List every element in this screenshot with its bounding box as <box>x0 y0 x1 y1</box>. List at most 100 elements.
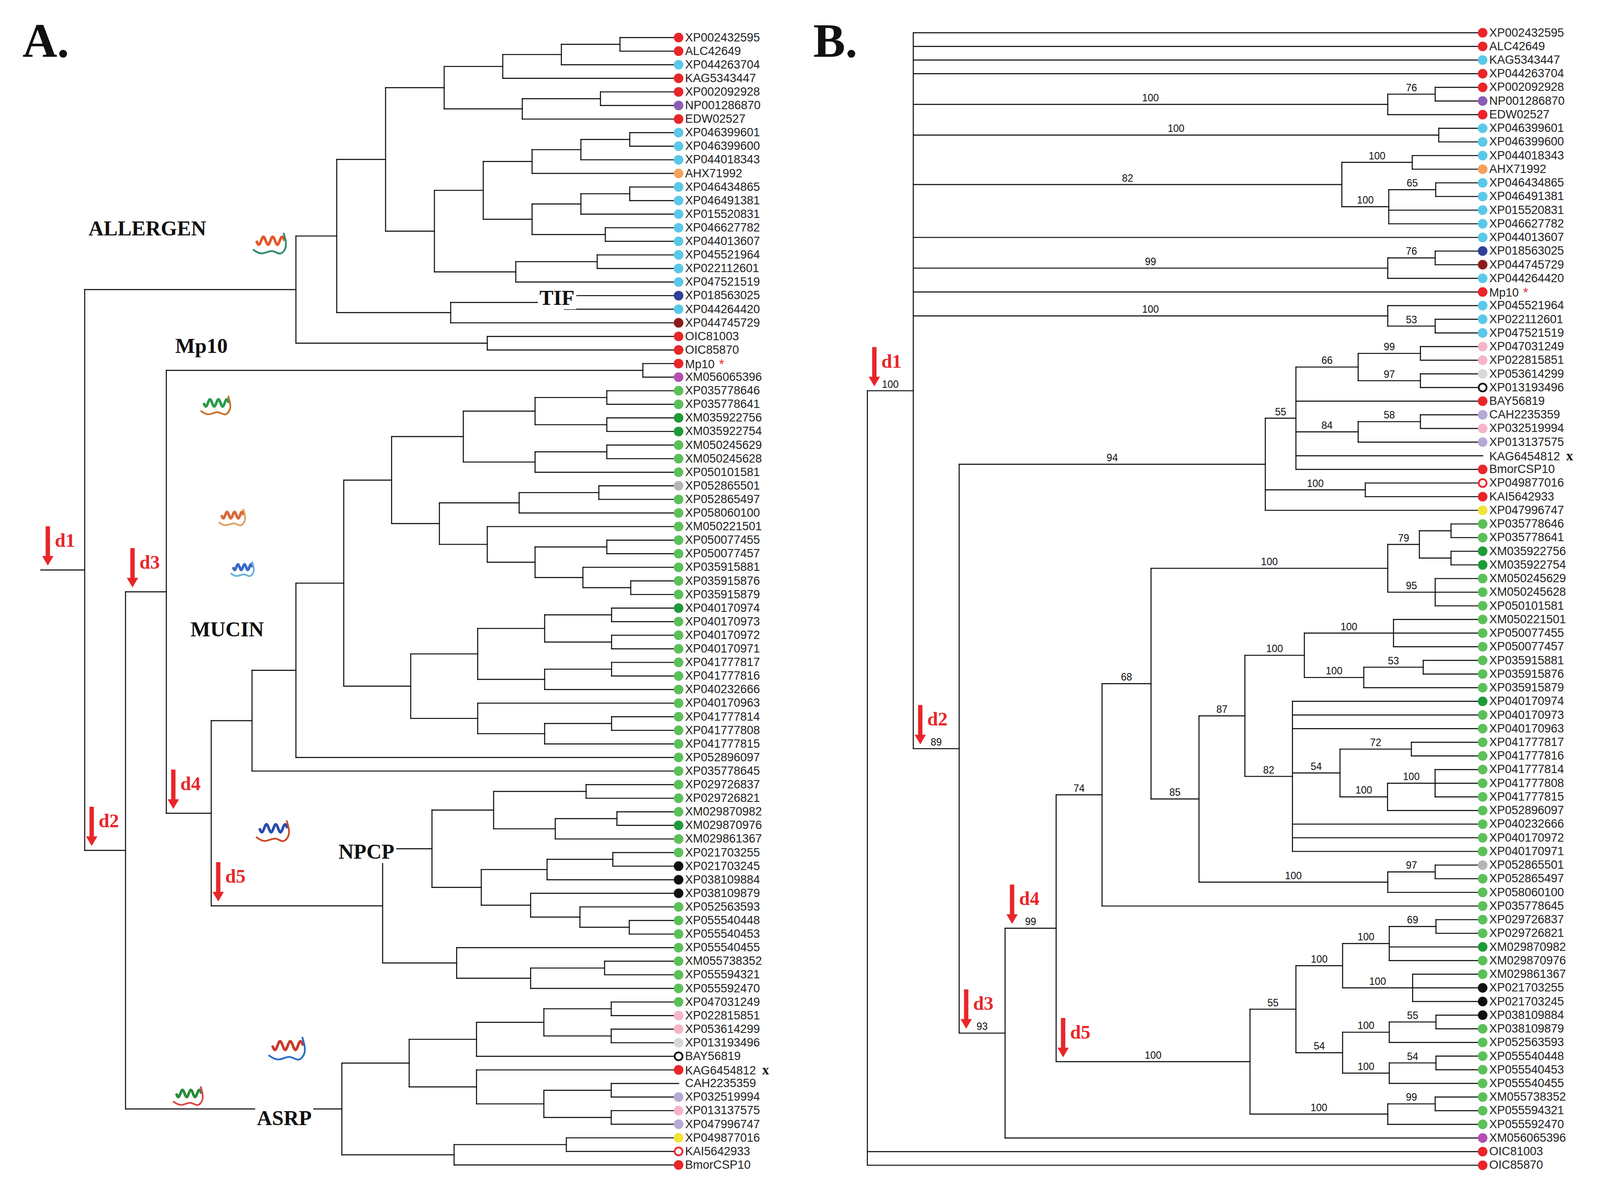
tree-branch <box>84 850 126 852</box>
tree-branch <box>543 1035 612 1037</box>
leaf-dot <box>673 372 684 383</box>
tree-branch <box>629 186 679 188</box>
tree-branch <box>453 1144 567 1146</box>
tree-branch <box>581 213 679 215</box>
tree-branch <box>959 1032 1005 1034</box>
leaf-label-row: KAG6454812x <box>685 1063 769 1078</box>
leaf-dot <box>1477 1106 1488 1116</box>
leaf-dot <box>673 1119 684 1130</box>
leaf-label-row: XP021703245 <box>685 859 760 874</box>
leaf-label-row: XP055592470 <box>1489 1118 1564 1132</box>
sequence-id: XP035778646 <box>1489 517 1564 531</box>
panel-letter: B. <box>813 14 858 67</box>
tree-branch <box>532 234 606 236</box>
sequence-id: XP047521519 <box>685 275 760 289</box>
leaf-dot <box>1477 846 1488 857</box>
sequence-id: XM035922754 <box>685 424 762 438</box>
leaf-label-row: XP055540448 <box>685 914 760 928</box>
leaf-label-row: XP046491381 <box>1489 189 1564 204</box>
tree-branch <box>410 718 478 720</box>
arrow-shaft <box>171 769 176 801</box>
tree-branch <box>1387 325 1436 327</box>
sequence-id: XP050077455 <box>685 533 760 547</box>
leaf-label-row: XM029861367 <box>1489 967 1566 982</box>
leaf-dot <box>1477 218 1488 229</box>
tree-branch <box>391 436 464 437</box>
leaf-dot <box>673 399 684 410</box>
leaf-dot <box>1477 273 1488 284</box>
leaf-dot <box>673 956 684 967</box>
leaf-label-row: XM050245629 <box>685 438 762 453</box>
leaf-dot <box>673 644 684 655</box>
leaf-dot <box>1477 109 1488 120</box>
leaf-dot <box>673 290 684 301</box>
tree-branch <box>1389 926 1437 928</box>
tree-branch <box>456 947 679 949</box>
sequence-id: XP002092928 <box>685 85 760 99</box>
sequence-id: XP040170974 <box>685 601 760 615</box>
divergence-label: d3 <box>138 552 161 573</box>
leaf-label-row: BAY56819 <box>1489 394 1545 409</box>
tree-branch <box>432 886 482 888</box>
tree-branch <box>582 587 631 589</box>
leaf-label-row: XM035922756 <box>685 411 762 425</box>
leaf-label-row: XP046627782 <box>1489 217 1564 231</box>
sequence-id: XP046399600 <box>685 139 760 153</box>
tree-branch <box>913 236 1483 238</box>
leaf-dot <box>673 141 684 152</box>
leaf-label-row: XP032519994 <box>685 1090 760 1105</box>
sequence-id: XM050245629 <box>685 438 762 452</box>
leaf-label-row: XM050245628 <box>685 452 762 466</box>
leaf-label-row: XP040170963 <box>1489 722 1564 736</box>
leaf-dot <box>1477 983 1488 994</box>
leaf-dot <box>673 182 684 192</box>
tree-branch <box>1436 1056 1483 1057</box>
sequence-id: BmorCSP10 <box>685 1158 751 1172</box>
divergence-label: d3 <box>972 993 994 1015</box>
sequence-id: XP038109879 <box>685 886 760 901</box>
tree-branch <box>1150 798 1199 800</box>
leaf-label-row: XP035915881 <box>1489 654 1564 668</box>
leaf-dot <box>1477 778 1488 789</box>
sequence-id: XP045521964 <box>685 248 760 262</box>
bootstrap-value: 72 <box>1369 737 1382 749</box>
sequence-id: XP045521964 <box>1489 298 1564 312</box>
leaf-label-row: XP053614299 <box>1489 367 1564 381</box>
leaf-dot <box>673 698 684 709</box>
leaf-dot <box>1477 423 1488 434</box>
bootstrap-value: 100 <box>1284 870 1303 882</box>
tree-branch <box>555 838 679 840</box>
sequence-id: XM050245629 <box>1489 571 1566 586</box>
sequence-id: XP052563593 <box>1489 1035 1564 1050</box>
tree-branch <box>1150 567 1388 569</box>
sequence-id: XM029861367 <box>1489 967 1566 981</box>
tree-branch <box>1387 871 1436 873</box>
tree-branch <box>544 743 679 745</box>
tree-branch <box>913 748 960 750</box>
tree-branch <box>502 54 562 56</box>
tree-branch <box>600 91 679 93</box>
tree-branch <box>913 32 1483 34</box>
leaf-dot <box>673 481 684 491</box>
sequence-id: CAH2235359 <box>1489 408 1560 422</box>
leaf-dot <box>1477 874 1488 884</box>
tree-branch <box>599 498 679 500</box>
sequence-id: KAG5343447 <box>1489 53 1560 67</box>
leaf-label-row: XP046434865 <box>1489 176 1564 190</box>
leaf-label-row: XP041777816 <box>1489 749 1564 763</box>
coil <box>218 509 246 526</box>
tree-branch <box>522 98 601 100</box>
leaf-dot <box>673 983 684 994</box>
leaf-label-row: XP052563593 <box>685 900 760 915</box>
tree-branch <box>1295 965 1343 967</box>
tree-branch <box>341 1154 454 1156</box>
leaf-label-row: CAH2235359 <box>685 1077 756 1091</box>
tree-branch <box>606 390 679 392</box>
tree-branch <box>1292 824 1483 825</box>
bootstrap-value: 55 <box>1406 1010 1419 1022</box>
sequence-id: XP047996747 <box>685 1118 760 1132</box>
tree-branch <box>913 315 1388 317</box>
bootstrap-value: 66 <box>1320 355 1334 366</box>
sequence-id: Mp10 <box>1489 286 1519 300</box>
